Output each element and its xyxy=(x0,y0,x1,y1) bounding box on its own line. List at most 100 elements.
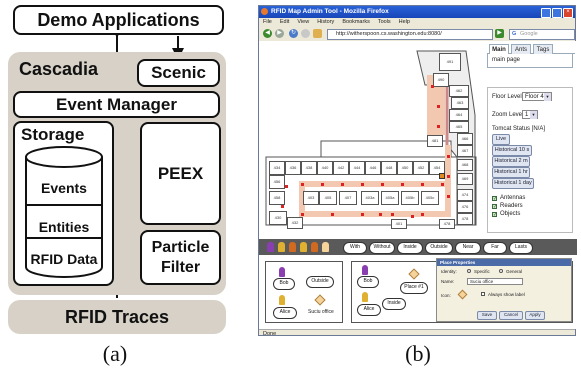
query-panel-1[interactable]: Bob Outside Alice Suciu office xyxy=(265,261,343,323)
menu-item-tools[interactable]: Tools xyxy=(377,19,391,25)
query-place[interactable]: Place #1 xyxy=(400,282,428,294)
query-alice-2[interactable]: Alice xyxy=(357,304,381,316)
antenna-marker[interactable] xyxy=(421,183,424,186)
menu-item-view[interactable]: View xyxy=(297,19,310,25)
tool-icon-4[interactable] xyxy=(311,242,318,252)
query-button-inside[interactable]: Inside xyxy=(397,242,423,254)
radio-specific[interactable] xyxy=(467,269,471,273)
query-inside[interactable]: Inside xyxy=(382,298,406,310)
tool-icon-3[interactable] xyxy=(300,242,307,252)
antenna-marker[interactable] xyxy=(421,213,424,216)
floor-level-select[interactable]: Floor 4 ▼ xyxy=(522,92,552,101)
antenna-marker[interactable] xyxy=(281,205,284,208)
antenna-marker[interactable] xyxy=(437,125,440,128)
antenna-marker[interactable] xyxy=(331,213,334,216)
time-button-2[interactable]: Historical 2 m xyxy=(492,156,530,167)
antenna-marker[interactable] xyxy=(379,213,382,216)
query-panel-2[interactable]: Bob Place #1 Inside Alice Place Properti… xyxy=(351,258,573,323)
close-button[interactable]: × xyxy=(563,8,573,18)
zoom-level-value: 1 xyxy=(525,112,529,118)
maximize-button[interactable] xyxy=(552,8,562,18)
query-bob-2[interactable]: Bob xyxy=(357,276,379,288)
search-field[interactable]: G Google xyxy=(509,29,575,40)
time-button-4[interactable]: Historical 1 day xyxy=(492,178,534,189)
antenna-marker[interactable] xyxy=(431,85,434,88)
scenic-label: Scenic xyxy=(151,63,206,82)
query-button-outside[interactable]: Outside xyxy=(425,242,453,254)
place-icon-2 xyxy=(408,268,420,280)
architecture-diagram: Demo Applications Cascadia Scenic Event … xyxy=(0,0,230,370)
antenna-marker[interactable] xyxy=(381,183,384,186)
query-button-lasts[interactable]: Lasts xyxy=(509,242,533,254)
status-text: Done xyxy=(263,331,277,337)
antenna-marker[interactable] xyxy=(437,105,440,108)
antenna-marker[interactable] xyxy=(441,183,444,186)
entities-label: Entities xyxy=(38,219,90,235)
reload-icon[interactable]: ↻ xyxy=(289,29,298,38)
radio-general[interactable] xyxy=(499,269,503,273)
tool-icon-2[interactable] xyxy=(289,242,296,252)
time-button-1[interactable]: Historical 10 s xyxy=(492,145,532,156)
checkbox-antennas[interactable]: ✓ xyxy=(492,196,498,202)
particle-filter-box: Particle Filter xyxy=(140,230,221,285)
tab-panel: main page xyxy=(487,54,573,68)
menu-item-file[interactable]: File xyxy=(263,19,272,25)
object-marker[interactable] xyxy=(439,173,445,179)
antenna-marker[interactable] xyxy=(391,213,394,216)
zoom-level-select[interactable]: 1 ▼ xyxy=(522,110,538,119)
person-icon-bob-2 xyxy=(362,265,368,275)
back-icon[interactable]: ◀ xyxy=(263,29,272,38)
antenna-marker[interactable] xyxy=(321,183,324,186)
menu-item-help[interactable]: Help xyxy=(398,19,410,25)
antenna-marker[interactable] xyxy=(411,215,414,218)
stop-icon[interactable] xyxy=(301,29,310,38)
checkbox-readers[interactable]: ✓ xyxy=(492,204,498,210)
antenna-marker[interactable] xyxy=(447,155,450,158)
query-alice-1[interactable]: Alice xyxy=(273,307,297,319)
dialog-name-field[interactable]: Suciu office xyxy=(467,278,523,285)
time-button-3[interactable]: Historical 1 hr xyxy=(492,167,530,178)
forward-icon[interactable]: ▶ xyxy=(275,29,284,38)
dialog-save-button[interactable]: Save xyxy=(477,311,497,320)
room-32: 405b xyxy=(401,191,419,205)
tab-tags[interactable]: Tags xyxy=(533,44,553,54)
minimize-button[interactable] xyxy=(541,8,551,18)
tool-icon-1[interactable] xyxy=(278,242,285,252)
tool-icon-5[interactable] xyxy=(322,242,329,252)
antenna-marker[interactable] xyxy=(447,195,450,198)
antenna-marker[interactable] xyxy=(361,183,364,186)
antenna-marker[interactable] xyxy=(401,183,404,186)
menu-item-bookmarks[interactable]: Bookmarks xyxy=(342,19,370,25)
menu-item-history[interactable]: History xyxy=(317,19,335,25)
storage-label: Storage xyxy=(21,125,85,144)
checkbox-objects[interactable]: ✓ xyxy=(492,212,498,218)
query-button-near[interactable]: Near xyxy=(455,242,481,254)
tool-icon-0[interactable] xyxy=(267,242,274,252)
antenna-marker[interactable] xyxy=(361,213,364,216)
query-button-far[interactable]: Far xyxy=(483,242,507,254)
room-37: 478 xyxy=(439,219,455,229)
room-30: 403a xyxy=(361,191,379,205)
go-icon[interactable]: ▶ xyxy=(495,29,504,38)
always-show-checkbox[interactable] xyxy=(481,292,485,296)
antenna-marker[interactable] xyxy=(341,183,344,186)
antenna-marker[interactable] xyxy=(301,213,304,216)
floor-plan-walls xyxy=(265,50,477,226)
antenna-marker[interactable] xyxy=(285,185,288,188)
query-button-without[interactable]: Without xyxy=(369,242,395,254)
home-icon[interactable] xyxy=(313,29,322,38)
dialog-cancel-button[interactable]: Cancel xyxy=(499,311,523,320)
event-manager-box: Event Manager xyxy=(13,91,220,118)
antenna-marker[interactable] xyxy=(301,183,304,186)
dialog-apply-button[interactable]: Apply xyxy=(525,311,545,320)
query-button-with[interactable]: With xyxy=(343,242,367,254)
url-field[interactable]: http://witherspoon.cs.washington.edu:808… xyxy=(327,29,493,40)
query-bob-1[interactable]: Bob xyxy=(273,278,295,290)
antenna-marker[interactable] xyxy=(447,175,450,178)
time-button-0[interactable]: Live xyxy=(492,134,510,145)
menu-item-edit[interactable]: Edit xyxy=(279,19,290,25)
query-outside[interactable]: Outside xyxy=(306,276,334,288)
tab-main[interactable]: Main xyxy=(489,44,509,54)
tab-ants[interactable]: Ants xyxy=(511,44,531,54)
